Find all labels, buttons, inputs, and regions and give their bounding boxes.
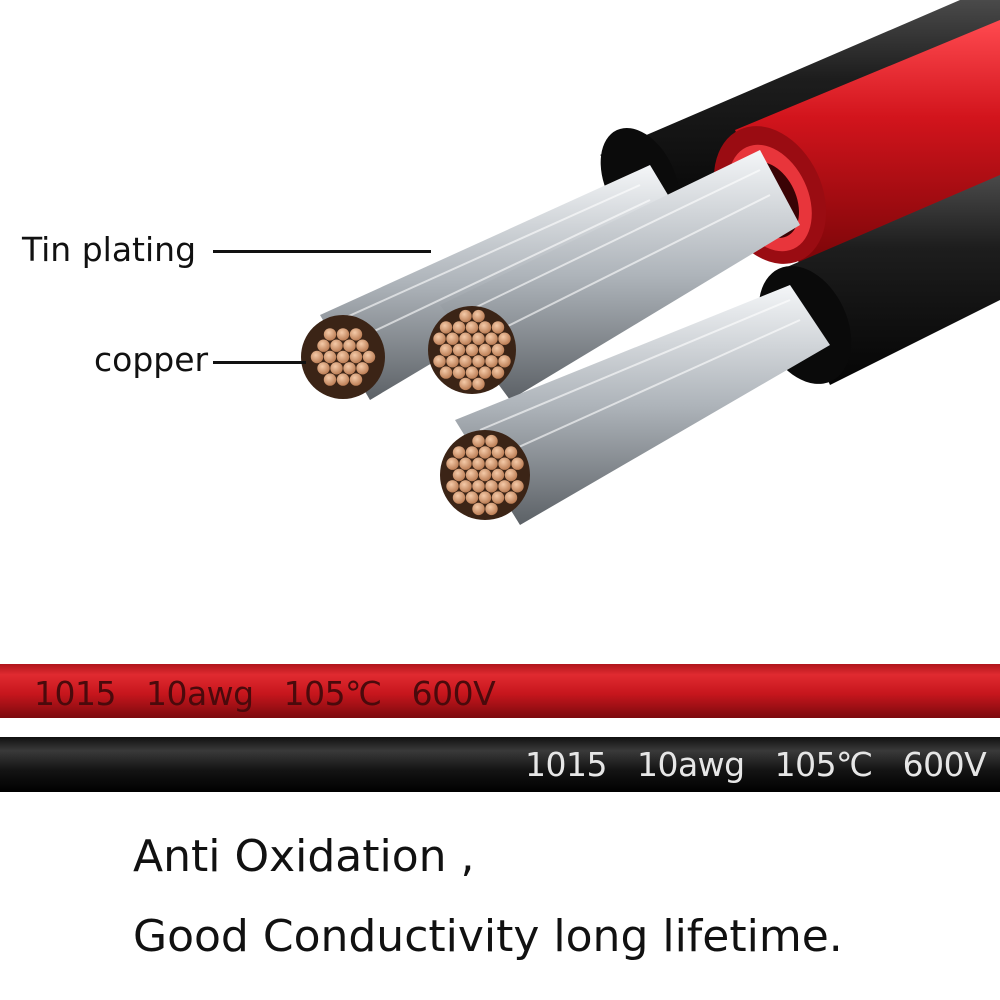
copper-strand (452, 343, 466, 357)
copper-strand (472, 434, 485, 448)
tin-plating-label: Tin plating (22, 230, 197, 269)
copper-strand (439, 343, 453, 357)
copper-strands (310, 309, 524, 516)
copper-strand (504, 468, 518, 482)
copper-strand (491, 446, 505, 459)
copper-strand (504, 491, 518, 504)
copper-strand (472, 377, 485, 391)
copper-strand (349, 350, 363, 364)
black-cable-bar (0, 737, 1000, 792)
copper-strand (439, 366, 453, 379)
copper-strand (478, 446, 492, 459)
caption-line-2: Good Conductivity long lifetime. (133, 911, 843, 962)
copper-strand (472, 309, 485, 323)
copper-strand (478, 343, 492, 357)
red-cable-print: 1015 10awg 105℃ 600V (34, 674, 496, 713)
copper-strand (459, 355, 472, 368)
copper-strand (452, 321, 466, 334)
copper-strand (465, 468, 479, 482)
copper-strand (349, 373, 363, 386)
copper-strand (459, 309, 472, 323)
copper-strand (491, 321, 505, 334)
copper-strand (336, 350, 350, 364)
copper-strand (317, 362, 330, 375)
copper-strand (478, 321, 492, 334)
copper-strand (511, 480, 524, 493)
tin-strand-bundle-middle (440, 150, 800, 400)
copper-strand (491, 468, 505, 482)
copper-strand (498, 355, 511, 368)
copper-strand (498, 457, 511, 470)
copper-strand (452, 366, 466, 379)
copper-strand (485, 355, 498, 368)
copper-strand (465, 343, 479, 357)
copper-strand (491, 491, 505, 504)
copper-strand (452, 468, 466, 482)
copper-strand (478, 491, 492, 504)
strand-highlights (339, 169, 801, 461)
copper-strand (336, 373, 350, 386)
copper-strand (433, 332, 446, 345)
copper-strand (478, 468, 492, 482)
copper-strand (465, 491, 479, 504)
copper-strand (491, 366, 505, 379)
copper-strand (343, 339, 356, 352)
copper-strand (485, 480, 498, 493)
copper-strand (433, 355, 446, 368)
copper-strand (323, 373, 337, 386)
copper-strand (349, 328, 363, 341)
copper-strand (356, 362, 369, 375)
copper-strand (446, 457, 459, 470)
black-cable-print: 1015 10awg 105℃ 600V (525, 745, 987, 784)
copper-strand (439, 321, 453, 334)
copper-strand (330, 339, 343, 352)
copper-strand (323, 350, 337, 364)
copper-strand (459, 377, 472, 391)
copper-strand (485, 332, 498, 345)
copper-strand (310, 350, 324, 364)
copper-strand (511, 457, 524, 470)
copper-strand (446, 355, 459, 368)
copper-strand (478, 366, 492, 379)
copper-strand (356, 339, 369, 352)
copper-strand (323, 328, 337, 341)
copper-strand (362, 350, 376, 364)
copper-strand (317, 339, 330, 352)
copper-strand (330, 362, 343, 375)
red-cable-bar (0, 664, 1000, 718)
copper-strand (452, 446, 466, 459)
copper-strand (459, 457, 472, 470)
copper-strand (472, 457, 485, 470)
copper-strand (498, 480, 511, 493)
copper-label: copper (94, 340, 209, 379)
copper-strand (446, 332, 459, 345)
copper-strand (491, 343, 505, 357)
copper-strand (343, 362, 356, 375)
copper-strand (465, 366, 479, 379)
copper-strand (498, 332, 511, 345)
tin-plating-leader-line (213, 250, 431, 253)
copper-leader-line (213, 361, 306, 364)
copper-strand (452, 491, 466, 504)
copper-strand (504, 446, 518, 459)
copper-strand (459, 332, 472, 345)
copper-strand (485, 502, 498, 516)
tin-strand-bundle-bottom (455, 285, 830, 525)
copper-strand (485, 457, 498, 470)
copper-strand (485, 434, 498, 448)
copper-strand (446, 480, 459, 493)
copper-strand (465, 446, 479, 459)
copper-strand (336, 328, 350, 341)
copper-strand (472, 332, 485, 345)
copper-strand (459, 480, 472, 493)
caption-line-1: Anti Oxidation , (133, 831, 475, 882)
copper-strand (465, 321, 479, 334)
copper-strand (472, 355, 485, 368)
copper-strand (472, 502, 485, 516)
copper-strand (472, 480, 485, 493)
